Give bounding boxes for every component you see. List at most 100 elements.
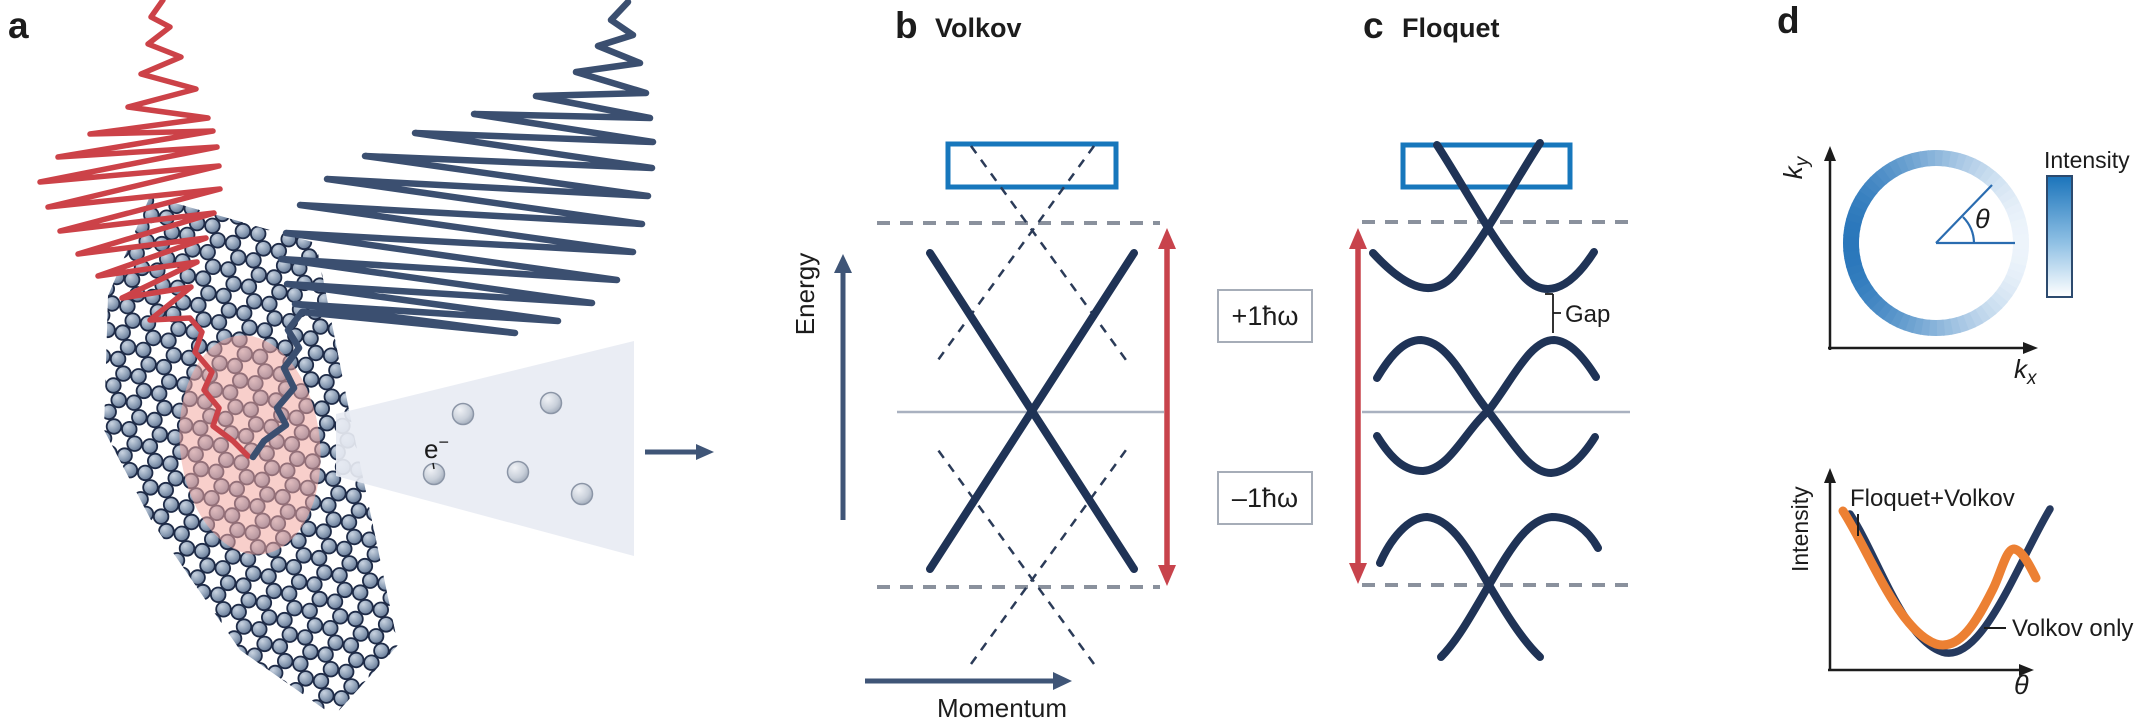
lattice-atom [259,719,274,728]
lattice-atom [358,326,375,343]
lattice-atom [292,696,310,714]
lattice-atom [371,519,388,537]
lattice-atom [384,712,398,716]
theta-angle-annotation [1935,184,2015,245]
lattice-atom [180,349,198,367]
lattice-atom [200,639,218,656]
lattice-atom [169,593,186,610]
lattice-atom [389,686,398,703]
panel-b-volkov: b Volkov Energy Momentum [790,5,1313,723]
lattice-atom [313,400,331,417]
lattice-atom [125,394,143,411]
floquet-volkov-label: Floquet+Volkov [1850,485,2015,512]
lattice-atom [209,586,227,604]
intensity-colorbar [2046,175,2073,298]
lattice-atom [245,565,262,582]
lattice-atom [325,511,342,528]
lattice-atom [104,374,107,392]
intensity-axis-arrowhead [1824,468,1836,483]
lattice-atom [104,676,117,693]
lattice-atom [104,647,106,664]
lattice-atom [189,175,204,190]
lattice-atom [296,629,314,646]
electron-label: e− [424,432,449,464]
lattice-atom [267,705,285,716]
lattice-atom [362,572,379,589]
lattice-atom [121,421,138,438]
intensity-plot-axes [1828,480,2022,672]
lattice-atom [401,716,416,728]
lattice-atom [110,391,127,409]
lattice-atom [287,682,305,699]
lattice-atom [346,528,363,546]
lattice-atom [143,561,161,578]
lattice-atom [242,715,259,716]
lattice-atom [239,196,256,213]
lattice-atom [347,610,364,628]
lattice-atom [170,675,188,692]
lattice-atom [104,307,111,324]
lattice-atom [322,661,340,678]
lattice-atom [335,196,353,203]
lattice-atom [303,371,320,388]
lattice-atom [386,128,401,143]
lattice-atom [311,590,328,608]
lattice-atom [316,564,333,581]
lattice-atom [333,690,350,707]
lattice-atom [322,347,340,364]
lattice-atom [245,293,263,310]
lattice-atom [225,275,242,293]
lattice-atom [125,708,143,716]
lattice-atom [310,549,328,567]
lattice-atom [240,278,258,295]
lattice-atom [203,531,221,548]
lattice-atom [315,523,332,540]
lattice-atom [275,216,292,233]
lattice-atom [336,581,354,599]
panel-d-letter: d [1777,0,1800,41]
lattice-atom [155,672,172,689]
gap-bracket [1545,293,1561,333]
lattice-atom [115,365,132,382]
lattice-atom [117,488,134,505]
lattice-atom [331,212,348,230]
lattice-atom [154,631,172,648]
lattice-atom [226,671,243,688]
lattice-atom [286,600,303,617]
laser-spot [179,335,321,555]
ky-axis-arrowhead [1824,146,1836,161]
lattice-atom [219,574,237,592]
lattice-atom [107,541,125,558]
lattice-atom [136,464,154,482]
lattice-atom [276,611,293,629]
lattice-atom [323,388,341,405]
lattice-atom [267,664,284,682]
lattice-atom [150,385,168,402]
lattice-atom [216,683,233,700]
lattice-atom [201,680,218,697]
panel-c-floquet: c Floquet Gap [1349,5,1636,661]
lattice-atom [357,598,374,616]
lattice-atom [195,665,213,683]
lattice-atom [190,296,207,314]
theta-axis-arrowhead [2019,664,2034,676]
lattice-atom [104,430,113,447]
lattice-atom [245,252,262,269]
lattice-atom [306,576,323,593]
lattice-atom [108,623,126,640]
lattice-atom [140,356,157,373]
lattice-atom [148,575,166,593]
lattice-atom [302,643,319,661]
gap-label: Gap [1565,301,1610,328]
lattice-atom [255,594,273,612]
lattice-atom [178,540,196,557]
lattice-atom [265,147,280,162]
lattice-atom [153,549,171,566]
lattice-atom [162,496,180,513]
lattice-atom [189,610,207,627]
lattice-atom [251,662,269,679]
lattice-atom [305,196,322,198]
lattice-atom [235,618,253,635]
lattice-atom [156,399,173,417]
